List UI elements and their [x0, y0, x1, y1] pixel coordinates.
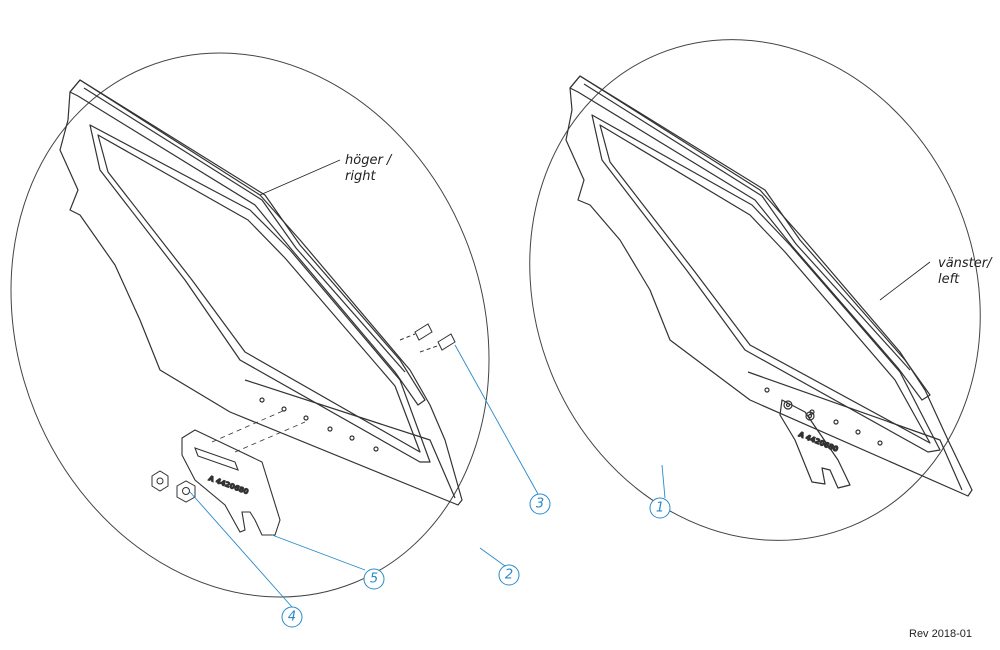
assembly-lines [211, 409, 306, 453]
detail-ellipse-left [10, 52, 490, 598]
bracket-part-number-left: A 4420680 [207, 474, 249, 496]
callout-4: 4 [281, 606, 303, 628]
callout-leaders [189, 344, 666, 608]
label-right-side-line1: höger / [345, 153, 393, 168]
svg-text:4: 4 [288, 610, 296, 625]
window-guard-right-side [59, 79, 463, 506]
detail-ellipse-right [529, 39, 981, 541]
svg-text:2: 2 [505, 568, 513, 583]
svg-text:1: 1 [656, 501, 664, 516]
svg-text:5: 5 [370, 572, 378, 587]
label-left-side-line2: left [938, 272, 960, 287]
callout-3: 3 [529, 493, 551, 515]
revision-label: Rev 2018-01 [909, 628, 972, 640]
callout-2: 2 [498, 564, 520, 586]
bolts [399, 323, 456, 353]
bracket-part-number-right: A 4420680 [797, 430, 839, 453]
callout-1: 1 [649, 497, 671, 519]
leader-lines [259, 159, 931, 301]
callout-5: 5 [363, 568, 385, 590]
window-guard-left-side: A 4420680 [565, 75, 973, 497]
label-right-side-line2: right [345, 169, 376, 184]
label-left-side-line1: vänster/ [938, 256, 993, 271]
mounting-bracket: A 4420680 [181, 429, 281, 536]
svg-text:3: 3 [536, 497, 544, 512]
nuts [151, 470, 196, 503]
